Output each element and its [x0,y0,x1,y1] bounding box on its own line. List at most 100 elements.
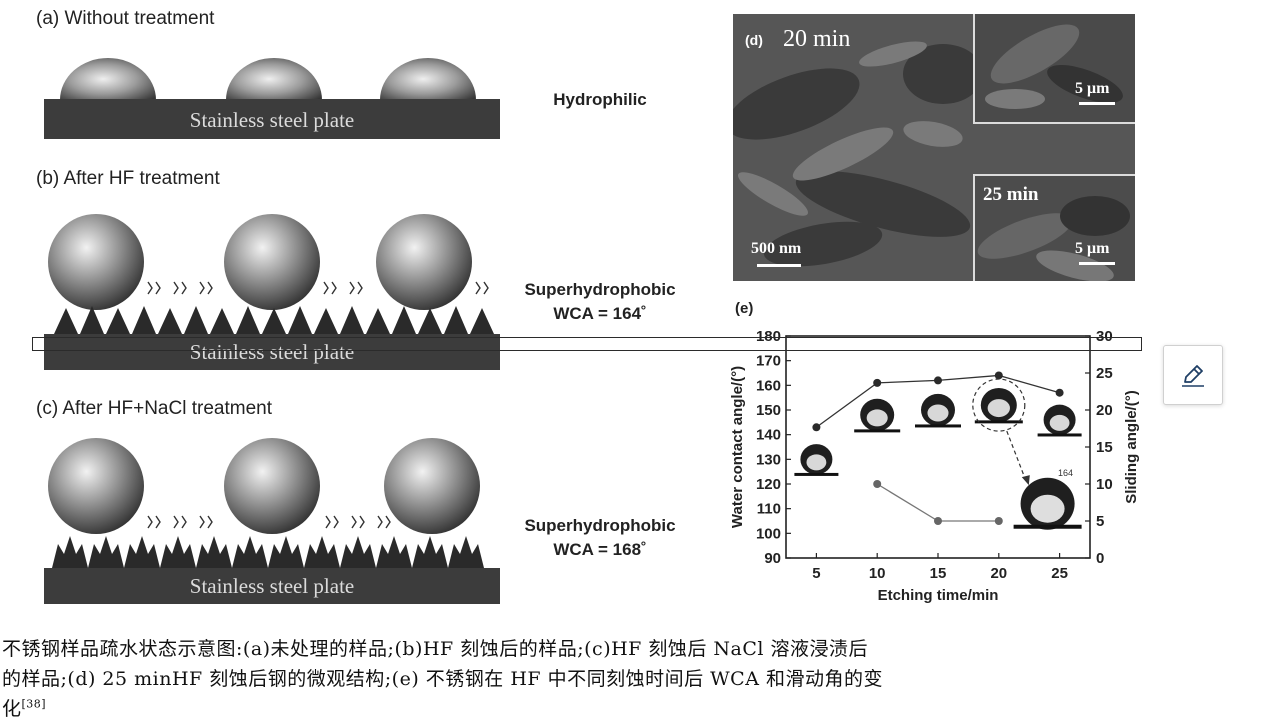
sem-time-label: 20 min [783,26,851,52]
caption-line-2: 的样品;(d) 25 minHF 刻蚀后钢的微观结构;(e) 不锈钢在 HF 中… [2,668,883,690]
sem-scale-bar [757,264,801,267]
wca-value: WCA = 168˚ [553,540,647,559]
data-point [994,371,1003,380]
selection-box[interactable] [32,337,1142,351]
y2-axis-label: Sliding angle/(°) [1123,390,1140,504]
panel-b-label: (b) After HF treatment [36,168,220,189]
y2-tick-label: 30 [1096,328,1113,345]
series-line [876,483,999,522]
inset-top-scale-label: 5 μm [1075,80,1110,97]
droplet-sphere [224,214,320,310]
inset-note: 164 [1058,468,1074,478]
panel-c-state: Superhydrophobic WCA = 168˚ [500,514,700,562]
surface-hierarchical-spikes [52,536,484,568]
edit-button[interactable] [1163,345,1223,405]
substrate-line [1013,524,1082,529]
inset-top-scale-bar [1079,102,1115,105]
y2-tick-label: 15 [1096,439,1113,456]
surface-molecules [147,281,489,295]
x-tick-label: 10 [869,565,886,582]
sem-image: 5 μm 25 min 5 μm (d) 20 min 500 nm [733,14,1135,281]
droplet-sphere [376,214,472,310]
panel-b-state: Superhydrophobic WCA = 164˚ [500,278,700,326]
sem-inset-top: 5 μm [973,14,1135,124]
x-axis-label: Etching time/min [878,587,999,604]
data-point [934,376,942,385]
panel-e-label: (e) [735,300,754,317]
data-point [812,423,821,432]
y2-tick-label: 5 [1096,513,1104,530]
droplet-highlight [1030,494,1065,523]
droplet-cap [380,58,476,100]
panel-c-label: (c) After HF+NaCl treatment [36,398,272,419]
droplet-highlight [927,404,949,422]
caption-reference: [38] [21,697,47,711]
droplet-cap [60,58,156,100]
surface-spikes [54,306,494,334]
y-axis-label: Water contact angle/(°) [729,366,746,528]
substrate-line [854,429,901,433]
y-tick-label: 120 [756,476,781,493]
etching-chart: 5 10 15 20 25 90 100 110 120 130 140 150 160 170 180 0 5… [729,328,1140,604]
highlight-arrow [1006,430,1028,484]
x-tick-label: 15 [930,565,947,582]
panel-b-illustration [48,214,494,334]
panel-a-illustration [60,58,476,100]
droplet-highlight [866,409,888,427]
y-tick-label: 90 [764,550,781,567]
droplet-sphere [48,214,144,310]
y-tick-label: 150 [756,402,781,419]
panel-c-plate: Stainless steel plate [44,568,500,604]
panel-a-state: Hydrophilic [553,90,647,109]
panel-a-plate: Stainless steel plate [44,99,500,139]
droplet-cap [226,58,322,100]
y2-tick-label: 10 [1096,476,1113,493]
plate-label: Stainless steel plate [189,340,355,364]
pencil-icon [1182,365,1204,387]
caption-line-3: 化[38] [2,694,46,721]
y-tick-label: 100 [756,525,781,542]
caption-line-1: 不锈钢样品疏水状态示意图:(a)未处理的样品;(b)HF 刻蚀后的样品;(c)H… [2,638,869,660]
droplet-sphere [48,438,144,534]
panel-d-label: (d) [745,32,763,48]
substrate-line [1037,433,1082,437]
y-tick-label: 130 [756,451,781,468]
droplet-highlight [806,454,827,471]
y-tick-label: 160 [756,377,781,394]
y-tick-label: 170 [756,353,781,370]
inset-bottom-time-label: 25 min [983,184,1039,205]
sem-inset-bottom: 25 min 5 μm [973,174,1135,281]
sem-scale-label: 500 nm [751,240,802,257]
y2-tick-label: 25 [1096,365,1113,382]
surface-molecules [147,515,391,529]
y-tick-label: 140 [756,427,781,444]
substrate-line [794,472,839,476]
data-point [994,517,1003,525]
y-tick-label: 110 [757,501,781,518]
arrow-head [1021,475,1030,486]
droplet-highlight [1049,414,1070,431]
y-tick-label: 180 [756,328,781,345]
data-point [873,480,882,488]
y2-tick-label: 0 [1096,550,1104,567]
inset-bottom-scale-bar [1079,262,1115,265]
y2-tick-label: 20 [1096,402,1113,419]
droplet-sphere [224,438,320,534]
plate-label: Stainless steel plate [189,574,355,598]
panel-a-label: (a) Without treatment [36,8,215,29]
data-point [1055,388,1064,397]
data-point [873,378,882,387]
plate-label: Stainless steel plate [189,108,355,132]
substrate-line [974,420,1023,424]
state-line: Superhydrophobic [524,280,676,299]
droplet-sphere [384,438,480,534]
data-point [934,517,942,525]
panel-c-illustration [48,438,484,568]
state-line: Superhydrophobic [524,516,676,535]
highlight-circle [972,378,1026,432]
wca-value: WCA = 164˚ [553,304,647,323]
x-tick-label: 5 [812,565,820,582]
x-tick-label: 20 [990,565,1007,582]
droplet-highlight [987,399,1010,418]
substrate-line [915,424,961,428]
